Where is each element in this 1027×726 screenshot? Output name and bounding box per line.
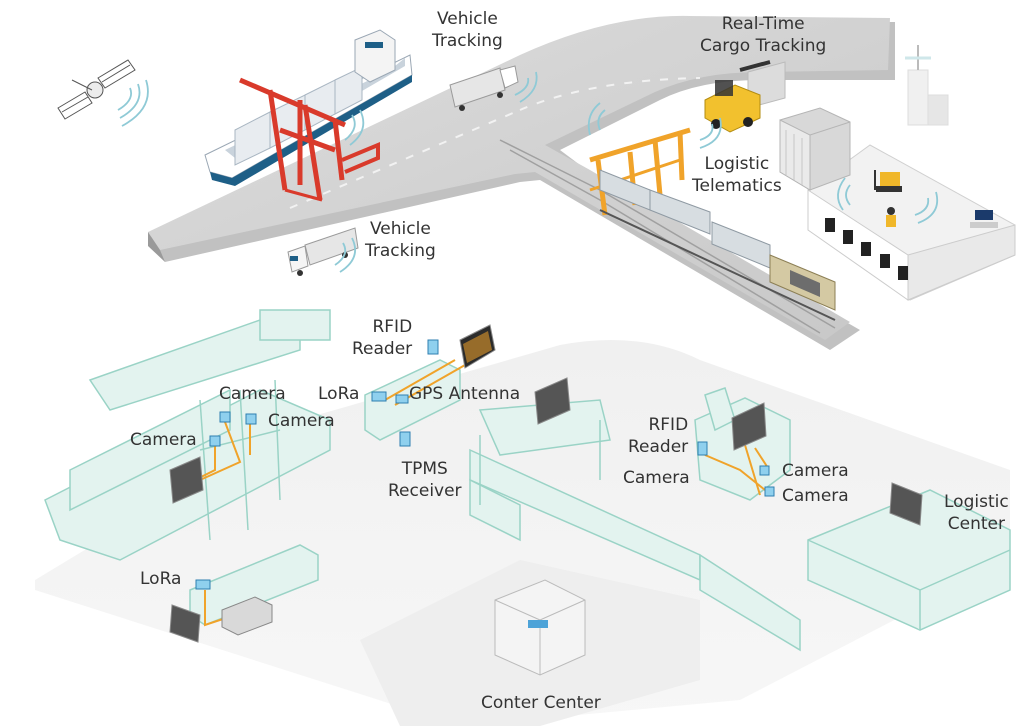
ghost-train-lower	[469, 399, 801, 652]
display-panel-icon	[169, 456, 204, 504]
label-logistic-telematics: Logistic Telematics	[692, 154, 782, 196]
label-camera-1: Camera	[219, 384, 286, 404]
wiring	[194, 359, 769, 627]
display-panel-icon	[731, 402, 767, 451]
label-conter-center: Conter Center	[481, 693, 601, 713]
container-stacks	[747, 61, 851, 191]
gantry-crane-icon	[239, 77, 380, 202]
display-panel-icon	[169, 604, 201, 643]
label-rfid-reader-1: RFID Reader	[352, 317, 413, 359]
display-panel-icon	[459, 324, 496, 369]
radio-tower-icon	[905, 45, 949, 126]
label-camera-5: Camera	[782, 461, 849, 481]
label-lora-1: LoRa	[318, 384, 360, 404]
label-vehicle-tracking-top: Vehicle Tracking	[432, 9, 503, 51]
label-camera-3: Camera	[130, 430, 197, 450]
gps-antenna-icon	[395, 394, 409, 404]
tpms-receiver-icon	[399, 431, 411, 447]
label-gps-antenna: GPS Antenna	[409, 384, 521, 404]
label-camera-2: Camera	[268, 411, 335, 431]
rfid-reader-icon	[427, 339, 708, 456]
label-camera-4: Camera	[623, 468, 690, 488]
label-tpms-receiver: TPMS Receiver	[388, 459, 462, 501]
satellite-icon	[57, 59, 136, 120]
ghost-truck-upper	[364, 359, 461, 441]
label-camera-6: Camera	[782, 486, 849, 506]
ghost-logistic-center	[807, 489, 1011, 631]
lora-module-icon	[195, 391, 387, 590]
freight-train-icon	[599, 169, 836, 321]
truck-icon	[449, 65, 519, 111]
reach-stacker-icon	[704, 60, 771, 133]
forklift-icon	[874, 170, 902, 227]
wifi-signal-icon	[117, 71, 939, 273]
display-panel-icon	[889, 482, 923, 526]
label-vehicle-tracking-mid: Vehicle Tracking	[365, 219, 436, 261]
label-rfid-reader-2: RFID Reader	[628, 415, 689, 457]
label-logistic-center: Logistic Center	[944, 492, 1009, 534]
embedded-box-pc-icon	[221, 596, 273, 636]
camera-icon	[209, 411, 775, 497]
label-realtime-cargo-tracking: Real-Time Cargo Tracking	[700, 14, 827, 56]
display-panel-icon	[534, 377, 571, 425]
label-lora-2: LoRa	[140, 569, 182, 589]
truck-icon	[287, 227, 359, 276]
ghost-control-room	[494, 579, 586, 676]
warehouse-icon	[807, 144, 1016, 301]
